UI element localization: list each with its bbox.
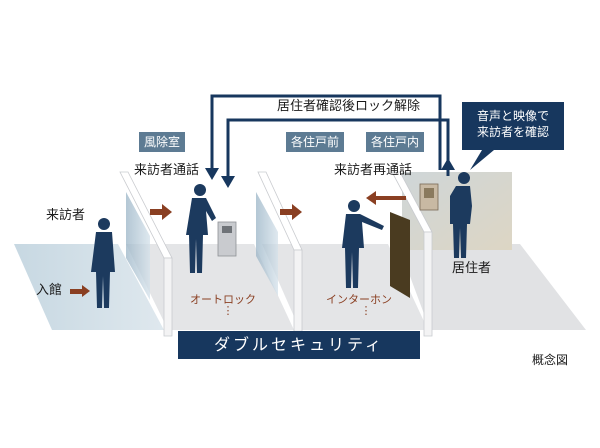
wall-2-face (293, 249, 303, 337)
autolock-label: オートロック (190, 293, 256, 306)
unlock-arrowhead-right (221, 176, 235, 188)
intercom-label: インターホン (326, 293, 392, 306)
flow-arrow-2 (280, 204, 302, 220)
resident-arrowhead (441, 158, 455, 170)
unit-door (390, 212, 410, 298)
glass-door-1 (126, 192, 150, 300)
recaller-silhouette (342, 200, 384, 288)
bubble-pointer (470, 150, 494, 170)
wall-1-face (163, 257, 173, 337)
unlock-arrowhead-left (205, 168, 219, 180)
entry-arrow (70, 285, 90, 297)
visitor-silhouette (91, 218, 115, 308)
speech-bubble: 音声と映像で 来訪者を確認 (462, 102, 564, 150)
entry-label: 入館 (36, 283, 63, 298)
bubble-line-2: 来訪者を確認 (476, 125, 549, 139)
zone-tag-inside-unit: 各住戸内 (366, 132, 425, 152)
resident-label: 居住者 (452, 261, 492, 276)
autolock-dots: ⋮ (222, 304, 234, 317)
unlock-flow-lines (210, 94, 450, 176)
intercom-dots: ⋮ (360, 304, 372, 317)
unlock-flow-label: 居住者確認後ロック解除 (277, 99, 421, 114)
wall-3-face (423, 231, 433, 337)
visitor-call-label: 来訪者通話 (134, 163, 200, 178)
corridor-floor (262, 244, 428, 330)
entrance-floor (14, 244, 164, 330)
diagram-note: 概念図 (532, 353, 569, 367)
caller-silhouette (186, 184, 216, 273)
double-security-banner: ダブルセキュリティ (178, 331, 420, 359)
residence-floor (398, 244, 586, 330)
flow-arrow-1 (150, 204, 172, 220)
bubble-line-1: 音声と映像で (476, 109, 549, 123)
zone-tag-windbreak: 風除室 (139, 132, 186, 152)
resident-silhouette (450, 172, 472, 258)
visitor-recall-label: 来訪者再通話 (334, 163, 413, 178)
recall-arrow (366, 191, 406, 205)
visitor-label: 来訪者 (46, 208, 86, 223)
glass-door-2 (256, 192, 278, 296)
zone-tag-front-of-unit: 各住戸前 (286, 132, 345, 152)
